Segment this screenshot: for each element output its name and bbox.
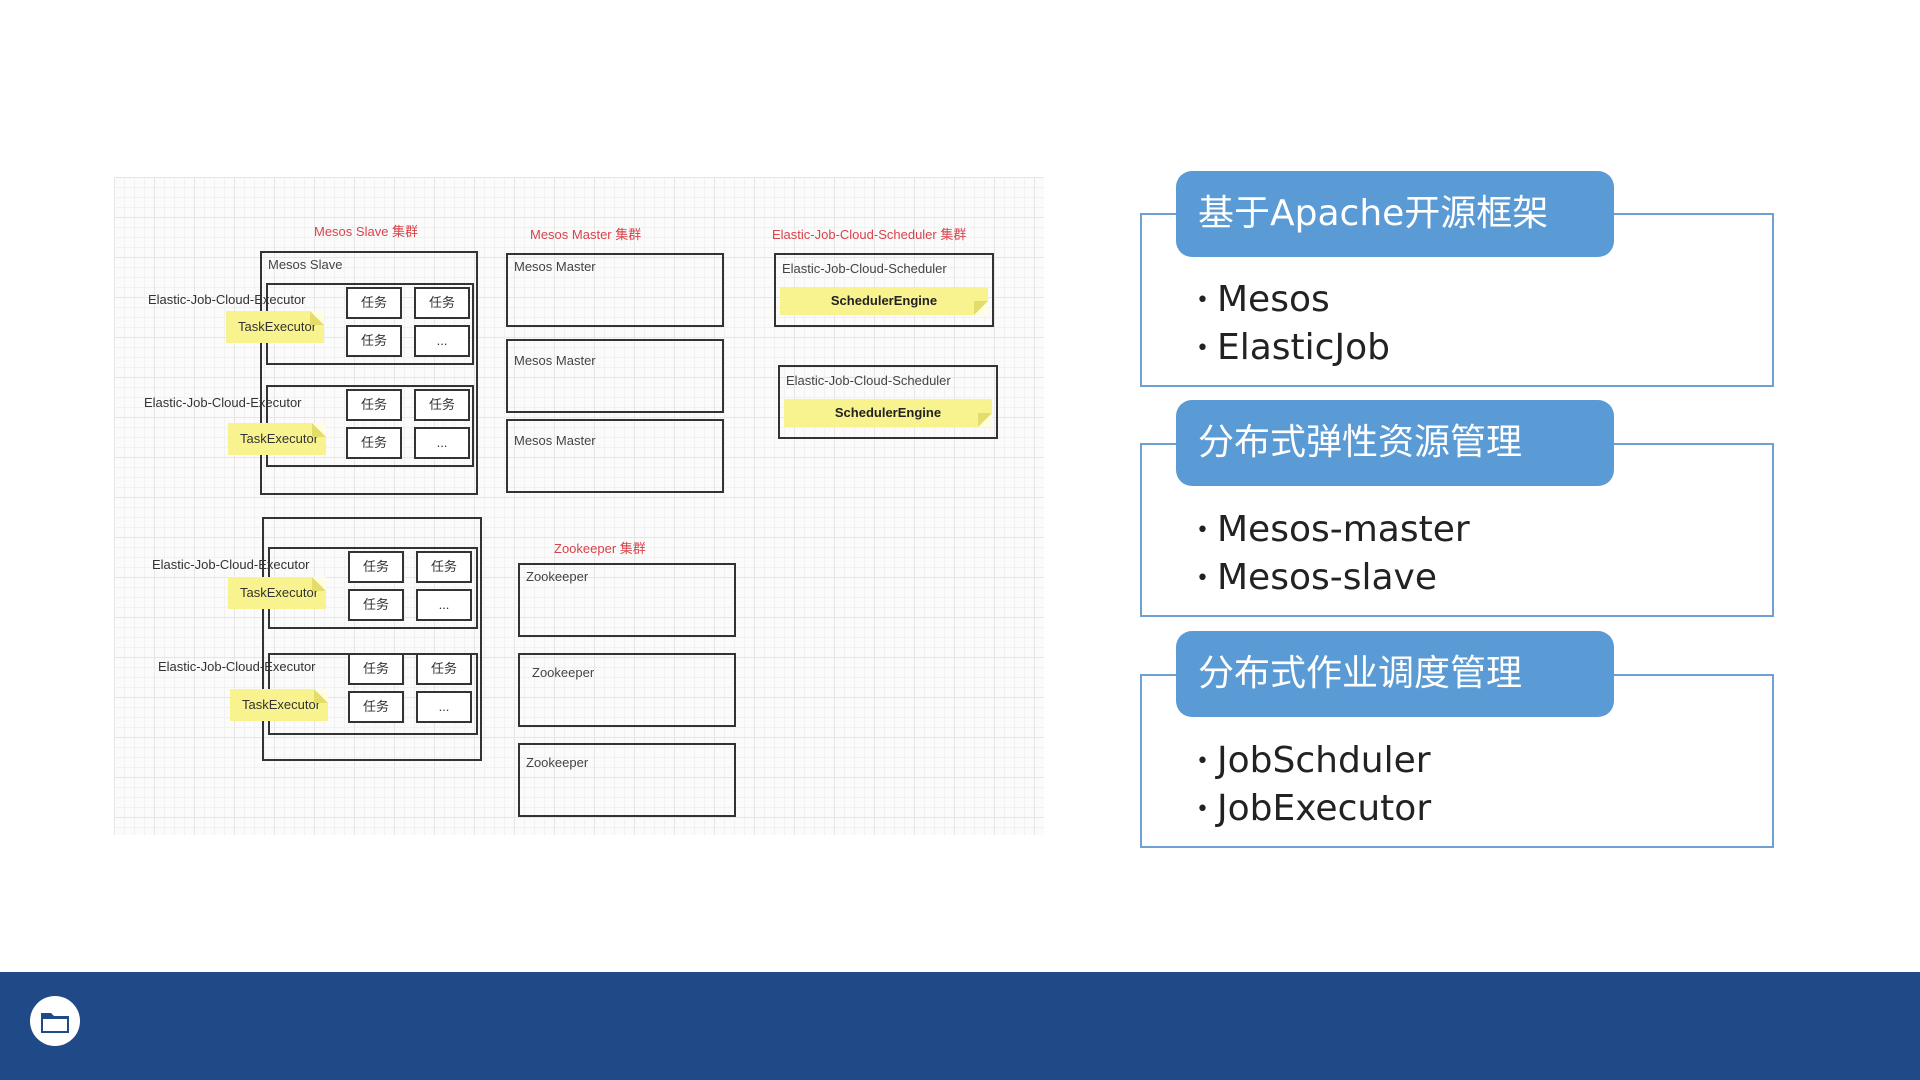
scheduler-box: Elastic-Job-Cloud-Scheduler SchedulerEng… [778, 365, 998, 439]
bullet-icon: • [1196, 336, 1209, 361]
mesos-master-label: Mesos Master [514, 433, 596, 448]
mesos-master-box: Mesos Master [506, 253, 724, 327]
scheduler-label: Elastic-Job-Cloud-Scheduler [786, 373, 951, 388]
zookeeper-label: Zookeeper [526, 755, 589, 770]
mesos-master-label: Mesos Master [514, 259, 596, 274]
mesos-slave-label: Mesos Slave [268, 257, 343, 272]
mesos-master-label: Mesos Master [514, 353, 596, 368]
list-item: •Mesos-master [1196, 509, 1470, 550]
task-executor: TaskExecutor [230, 689, 328, 721]
bullet-icon: • [1196, 288, 1209, 313]
list-item: •Mesos-slave [1196, 557, 1437, 598]
task-box: 任务 [348, 589, 404, 621]
zookeeper-label: Zookeeper [526, 569, 589, 584]
panel-header: 基于Apache开源框架 [1176, 171, 1614, 257]
list-item: •Mesos [1196, 279, 1330, 320]
task-box: 任务 [416, 653, 472, 685]
bullet-icon: • [1196, 797, 1209, 822]
task-ellipsis-box: ... [416, 691, 472, 723]
task-box: 任务 [414, 389, 470, 421]
panel-list: •JobSchduler •JobExecutor [1196, 737, 1431, 833]
task-executor: TaskExecutor [228, 423, 326, 455]
executor-label: Elastic-Job-Cloud-Executor [158, 659, 316, 674]
scheduler-label: Elastic-Job-Cloud-Scheduler [782, 261, 947, 276]
footer-bar [0, 972, 1920, 1080]
list-item: •ElasticJob [1196, 327, 1390, 368]
master-cluster-title: Mesos Master 集群 [530, 227, 642, 242]
list-item: •JobExecutor [1196, 788, 1432, 829]
panel-list: •Mesos •ElasticJob [1196, 276, 1390, 372]
zookeeper-box: Zookeeper [518, 743, 736, 817]
task-ellipsis-box: ... [414, 427, 470, 459]
task-box: 任务 [348, 691, 404, 723]
executor-label: Elastic-Job-Cloud-Executor [152, 557, 310, 572]
task-executor: TaskExecutor [226, 311, 324, 343]
task-box: 任务 [348, 653, 404, 685]
mesos-slave-box [262, 517, 482, 761]
executor-label: Elastic-Job-Cloud-Executor [148, 292, 306, 307]
scheduler-cluster-title: Elastic-Job-Cloud-Scheduler 集群 [772, 227, 967, 242]
task-ellipsis-box: ... [416, 589, 472, 621]
slave-cluster-title: Mesos Slave 集群 [314, 224, 419, 239]
folder-icon[interactable] [30, 996, 80, 1046]
panel-header: 分布式弹性资源管理 [1176, 400, 1614, 486]
task-box: 任务 [346, 427, 402, 459]
executor-label: Elastic-Job-Cloud-Executor [144, 395, 302, 410]
zookeeper-label: Zookeeper [532, 665, 595, 680]
zookeeper-cluster-title: Zookeeper 集群 [554, 541, 646, 556]
scheduler-engine: SchedulerEngine [780, 287, 988, 315]
task-ellipsis-box: ... [414, 325, 470, 357]
mesos-slave-box: Mesos Slave [260, 251, 478, 495]
mesos-master-box: Mesos Master [506, 419, 724, 493]
bullet-icon: • [1196, 566, 1209, 591]
panel-list: •Mesos-master •Mesos-slave [1196, 506, 1470, 602]
task-box: 任务 [414, 287, 470, 319]
zookeeper-box: Zookeeper [518, 563, 736, 637]
bullet-icon: • [1196, 518, 1209, 543]
scheduler-engine: SchedulerEngine [784, 399, 992, 427]
task-box: 任务 [346, 389, 402, 421]
panel-header: 分布式作业调度管理 [1176, 631, 1614, 717]
list-item: •JobSchduler [1196, 740, 1431, 781]
task-executor: TaskExecutor [228, 577, 326, 609]
task-box: 任务 [346, 325, 402, 357]
zookeeper-box: Zookeeper [518, 653, 736, 727]
task-box: 任务 [346, 287, 402, 319]
mesos-master-box: Mesos Master [506, 339, 724, 413]
bullet-icon: • [1196, 749, 1209, 774]
scheduler-box: Elastic-Job-Cloud-Scheduler SchedulerEng… [774, 253, 994, 327]
task-box: 任务 [416, 551, 472, 583]
task-box: 任务 [348, 551, 404, 583]
architecture-diagram: Mesos Slave 集群 Mesos Master 集群 Elastic-J… [114, 177, 1044, 835]
